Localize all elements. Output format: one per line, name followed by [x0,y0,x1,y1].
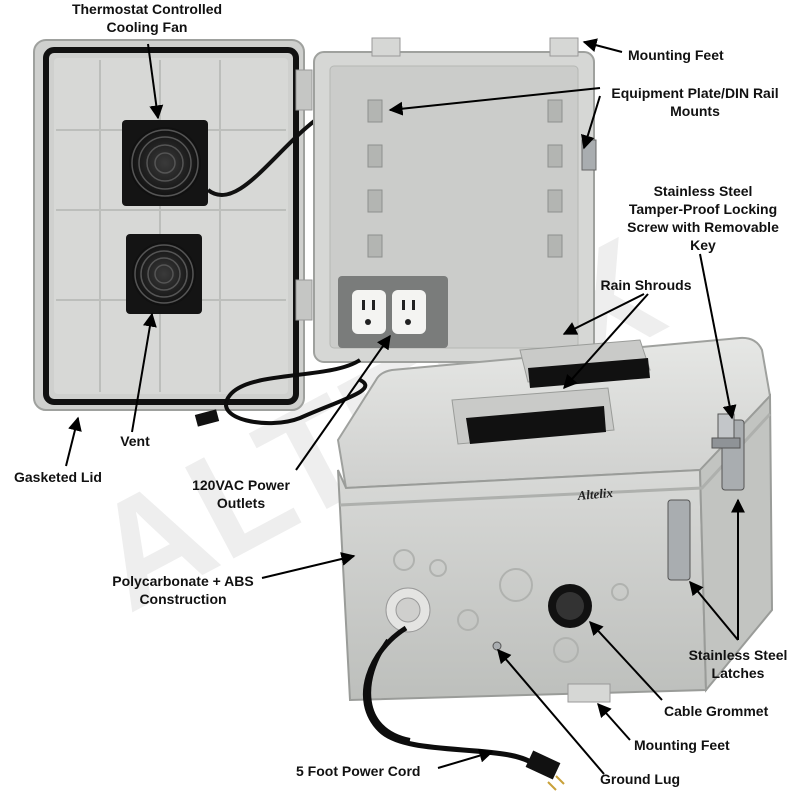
callout-mounting-feet-top: Mounting Feet [628,47,724,63]
lid-gasket [43,47,299,405]
callout-power-cord: 5 Foot Power Cord [296,763,421,779]
open-base [313,37,597,363]
callout-cable-grommet: Cable Grommet [664,703,769,719]
callout-arrows [65,38,745,775]
callout-equipment-plate: Equipment Plate/DIN Rail Mounts [611,85,779,119]
callout-rain-shrouds: Rain Shrouds [600,277,692,293]
callout-mounting-feet-bottom: Mounting Feet [634,737,730,753]
brand-logo: Altelix [576,485,614,503]
locking-screw-icon [711,413,741,449]
rear-power-cord [224,358,368,425]
callout-latches: Stainless Steel Latches [688,647,788,681]
callout-locking-screw: Stainless Steel Tamper-Proof Locking Scr… [627,183,779,253]
cord-gland-icon [385,587,431,633]
vent-icon [126,234,202,314]
callout-vent: Vent [120,433,150,449]
callout-thermostat-fan: Thermostat Controlled Cooling Fan [71,1,223,35]
callout-ground-lug: Ground Lug [600,771,681,787]
ground-lug-icon [492,641,502,651]
rain-shroud-icon [451,339,651,445]
cable-grommet-icon [548,584,592,628]
open-lid [33,39,313,411]
callout-construction: Polycarbonate + ABS Construction [112,573,254,607]
callout-power-outlets: 120VAC Power Outlets [192,477,290,511]
closed-enclosure [336,336,774,703]
callout-gasketed-lid: Gasketed Lid [14,469,102,485]
cooling-fan-icon [122,120,208,206]
front-power-cord [362,625,565,791]
